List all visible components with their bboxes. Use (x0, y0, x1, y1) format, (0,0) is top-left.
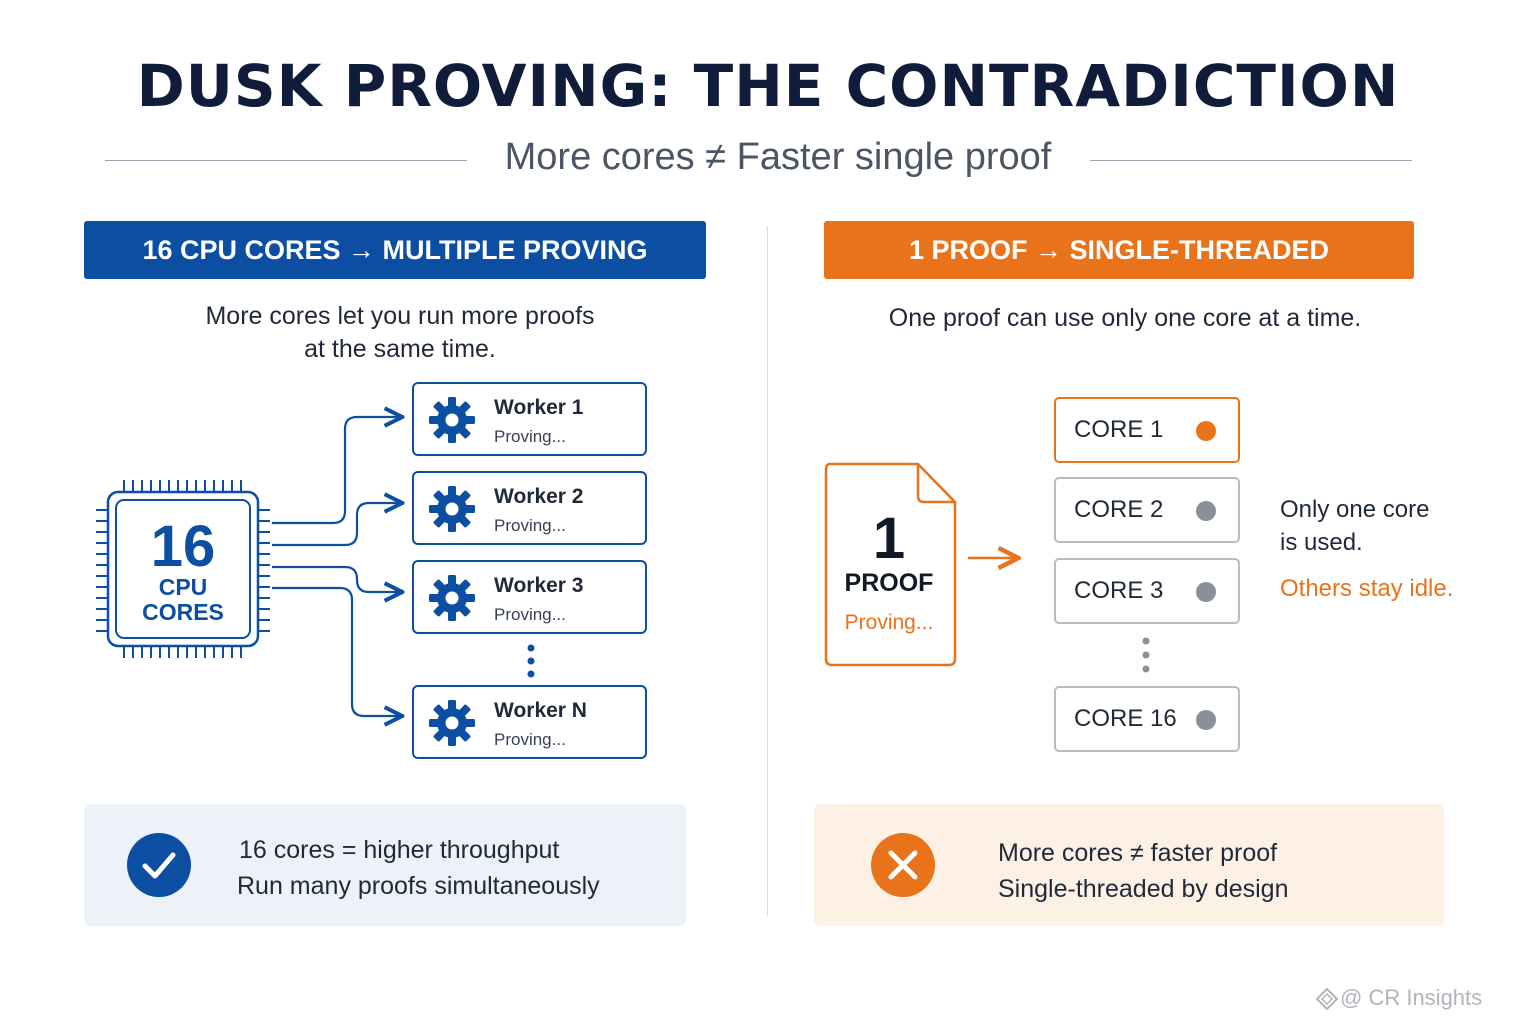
cpu-label-line1: CPU (158, 574, 208, 600)
gear-icon (429, 397, 475, 443)
core-idle-dot-icon (1196, 582, 1216, 602)
core-label: CORE 3 (1074, 577, 1164, 604)
cpu-chip-icon (96, 480, 270, 658)
core-idle-dot-icon (1196, 501, 1216, 521)
right-summary-line2: Single-threaded by design (998, 875, 1289, 903)
worker-name: Worker 2 (494, 485, 584, 508)
cpu-label-line2: CORES (142, 599, 224, 625)
right-banner: 1 PROOF → SINGLE-THREADED (824, 221, 1414, 279)
worker-card: Worker 3 Proving... (412, 560, 647, 634)
left-summary-line1: 16 cores = higher throughput (239, 836, 560, 864)
core-note-line1: Only one core (1280, 496, 1430, 523)
worker-status: Proving... (494, 730, 566, 749)
left-description-line2: at the same time. (304, 335, 496, 363)
core-active-dot-icon (1196, 421, 1216, 441)
left-description-line1: More cores let you run more proofs (205, 302, 595, 330)
worker-status: Proving... (494, 427, 566, 446)
subtitle-rule-left (105, 160, 467, 161)
core-note-line2: is used. (1280, 529, 1363, 556)
subtitle: More cores ≠ Faster single proof (504, 136, 1052, 178)
right-summary-box: More cores ≠ faster proof Single-threade… (814, 804, 1444, 926)
core-idle-dot-icon (1196, 710, 1216, 730)
left-banner: 16 CPU CORES → MULTIPLE PROVING WORKERS (84, 221, 706, 323)
watermark: @ CR Insights (1340, 985, 1483, 1010)
worker-card: Worker N Proving... (412, 685, 647, 759)
right-summary-line1: More cores ≠ faster proof (998, 839, 1278, 867)
proof-status: Proving... (844, 611, 934, 634)
proof-document-icon (824, 462, 957, 667)
page-title: DUSK PROVING: THE CONTRADICTION (136, 52, 1400, 120)
diamond-logo-icon (1316, 988, 1338, 1010)
worker-name: Worker 1 (494, 396, 584, 419)
core-card-idle: CORE 2 (1054, 477, 1240, 543)
core-card-idle: CORE 3 (1054, 558, 1240, 624)
left-description: More cores let you run more proofs at th… (150, 300, 650, 366)
left-summary-line2: Run many proofs simultaneously (237, 872, 600, 900)
worker-name: Worker N (494, 699, 587, 722)
check-circle-icon (127, 833, 191, 897)
core-label: CORE 1 (1074, 416, 1164, 443)
gear-icon (429, 575, 475, 621)
subtitle-rule-right (1090, 160, 1412, 161)
proof-count: 1 (872, 506, 906, 571)
worker-card: Worker 2 Proving... (412, 471, 647, 545)
worker-name: Worker 3 (494, 574, 584, 597)
gear-icon (429, 700, 475, 746)
worker-status: Proving... (494, 605, 566, 624)
left-summary-box: 16 cores = higher throughput Run many pr… (84, 804, 686, 926)
x-circle-icon (871, 833, 935, 897)
gear-icon (429, 486, 475, 532)
core-card-active: CORE 1 (1054, 397, 1240, 463)
core-label: CORE 2 (1074, 496, 1164, 523)
cpu-core-count: 16 (150, 514, 216, 579)
right-description: One proof can use only one core at a tim… (888, 304, 1362, 332)
column-divider (767, 226, 768, 916)
worker-card: Worker 1 Proving... (412, 382, 647, 456)
worker-status: Proving... (494, 516, 566, 535)
core-card-idle: CORE 16 (1054, 686, 1240, 752)
proof-label: PROOF (844, 569, 934, 597)
core-label: CORE 16 (1074, 705, 1177, 732)
core-note-idle: Others stay idle. (1280, 575, 1454, 602)
